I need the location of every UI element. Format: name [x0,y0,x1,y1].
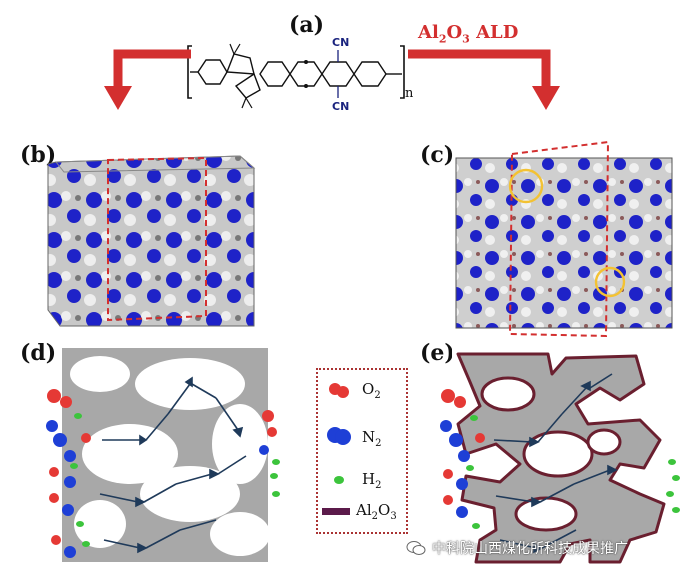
legend-o2-sub: 2 [374,390,381,401]
legend-o2-icon [329,383,349,398]
legend-n2-label: N2 [362,428,382,449]
legend-h2-icon [334,476,344,484]
repeat-unit-n: n [405,86,414,101]
transport-schematic-coated [440,348,680,564]
watermark-text: 中科院山西煤化所科技成果推广 [432,541,628,557]
wechat-icon [406,541,426,555]
panel-label-e: (e) [420,340,455,366]
ald-sub3: 3 [462,32,470,46]
legend-h2-main: H [362,470,376,488]
left-arrow-icon [104,49,191,110]
ald-sub2: 2 [438,32,447,46]
cyano-label-top: CN [332,36,350,49]
legend-o2-main: O [362,380,375,398]
simulation-box-coated [455,140,673,338]
legend-n2-sub: 2 [375,438,382,449]
legend-o2-label: O2 [362,380,381,401]
legend-al2o3-sub3: 3 [390,511,397,522]
ald-process-label: Al2O3 ALD [418,22,518,46]
right-arrow-icon [408,49,560,110]
panel-label-c: (c) [420,142,455,168]
panel-label-a: (a) [289,12,325,38]
ald-al: Al [418,22,439,43]
ald-o: O [446,22,463,43]
legend-h2-label: H2 [362,470,381,491]
legend-al2o3-o: O [378,501,391,519]
ald-text: ALD [469,22,519,43]
legend-n2-main: N [362,428,376,446]
legend-al2o3-swatch [322,508,350,515]
legend-box [316,368,408,534]
polymer-structure-diagram [187,43,405,109]
legend-al2o3-label: Al2O3 [356,501,397,522]
panel-label-d: (d) [20,340,57,366]
watermark: 中科院山西煤化所科技成果推广 [406,538,628,558]
transport-schematic-pristine [46,348,280,562]
cyano-label-bottom: CN [332,100,350,113]
simulation-box-pristine [47,155,256,327]
legend-h2-sub: 2 [375,480,382,491]
legend-n2-icon [327,427,351,445]
legend-al2o3-al: Al [356,501,372,519]
legend-al2o3-sub2: 2 [371,511,379,522]
